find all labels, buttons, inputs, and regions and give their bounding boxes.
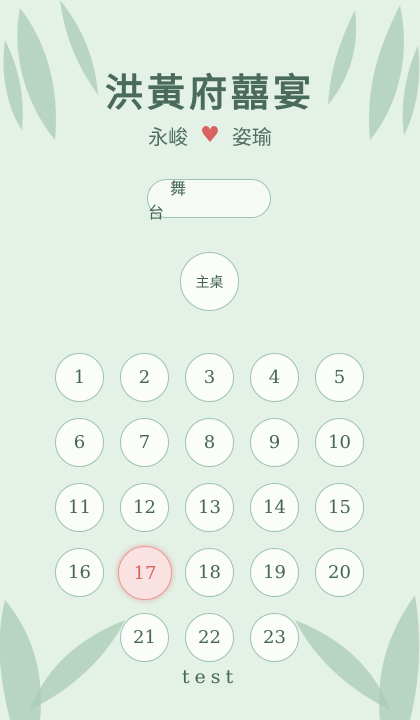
table-button[interactable]: 3 [185, 353, 234, 402]
table-button[interactable]: 23 [250, 613, 299, 662]
table-button[interactable]: 16 [55, 548, 104, 597]
groom-name: 永峻 [148, 125, 189, 149]
table-button-selected[interactable]: 17 [118, 546, 172, 600]
table-button[interactable]: 5 [315, 353, 364, 402]
table-button[interactable]: 4 [250, 353, 299, 402]
table-button[interactable]: 8 [185, 418, 234, 467]
table-button[interactable]: 13 [185, 483, 234, 532]
heart-icon: ♥ [200, 122, 220, 148]
table-button[interactable]: 15 [315, 483, 364, 532]
table-button[interactable]: 9 [250, 418, 299, 467]
table-button[interactable]: 22 [185, 613, 234, 662]
couple-names: 永峻 ♥ 姿瑜 [0, 121, 420, 150]
table-button[interactable]: 20 [315, 548, 364, 597]
table-button[interactable]: 11 [55, 483, 104, 532]
main-table-button[interactable]: 主桌 [180, 252, 239, 311]
table-button[interactable]: 7 [120, 418, 169, 467]
stage-button[interactable]: 舞 台 [147, 179, 271, 222]
table-button[interactable]: 18 [185, 548, 234, 597]
page-title: 洪黃府囍宴 [104, 70, 315, 115]
table-button[interactable]: 1 [55, 353, 104, 402]
table-button[interactable]: 19 [250, 548, 299, 597]
table-button[interactable]: 21 [120, 613, 169, 662]
table-button[interactable]: 2 [120, 353, 169, 402]
bride-name: 姿瑜 [231, 125, 272, 149]
table-button[interactable]: 6 [55, 418, 104, 467]
table-button[interactable]: 10 [315, 418, 364, 467]
table-button[interactable]: 12 [120, 483, 169, 532]
footer-text: test [181, 666, 239, 688]
table-button[interactable]: 14 [250, 483, 299, 532]
